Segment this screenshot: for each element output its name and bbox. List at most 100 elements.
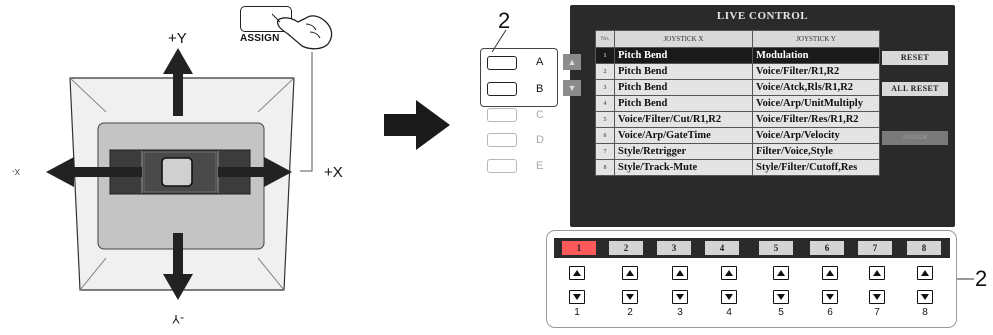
row-joystick-y: Filter/Voice,Style (752, 143, 880, 160)
scroll-down-button[interactable]: ▼ (563, 80, 581, 96)
up-button-5[interactable] (773, 266, 789, 280)
slot-c-label: C (536, 109, 544, 121)
down-button-8[interactable] (917, 290, 933, 304)
up-arrow-icon (573, 270, 581, 276)
up-button-3[interactable] (672, 266, 688, 280)
up-button-8[interactable] (917, 266, 933, 280)
number-tab-4[interactable]: 4 (705, 241, 739, 255)
up-arrow-icon (777, 270, 785, 276)
down-button-2[interactable] (622, 290, 638, 304)
assign-button-label: ASSIGN (240, 33, 280, 44)
row-joystick-x: Pitch Bend (614, 47, 753, 64)
column-number-label: 4 (726, 307, 732, 318)
joystick-minus-x-label: -X (12, 167, 20, 176)
callout-number-top: 2 (498, 8, 511, 33)
down-button-6[interactable] (822, 290, 838, 304)
up-button-6[interactable] (822, 266, 838, 280)
down-button-5[interactable] (773, 290, 789, 304)
number-tab-5[interactable]: 5 (759, 241, 793, 255)
slot-e-button[interactable] (487, 159, 517, 173)
down-arrow-icon (873, 294, 881, 300)
down-arrow-icon (626, 294, 634, 300)
table-row[interactable]: 1 Pitch Bend Modulation (595, 47, 880, 64)
down-arrow-icon (921, 294, 929, 300)
slot-b-button[interactable] (487, 82, 517, 96)
row-joystick-y: Voice/Filter/Res/R1,R2 (752, 111, 880, 128)
up-arrow-icon (676, 270, 684, 276)
up-button-4[interactable] (721, 266, 737, 280)
pointing-hand-icon (271, 13, 333, 50)
column-number-label: 6 (827, 307, 833, 318)
row-joystick-x: Style/Track-Mute (614, 159, 753, 176)
column-number-label: 1 (574, 307, 580, 318)
down-arrow-icon (725, 294, 733, 300)
number-tab-6[interactable]: 6 (810, 241, 844, 255)
button-panel-frame (546, 230, 957, 328)
row-number: 3 (595, 79, 615, 96)
number-tab-2[interactable]: 2 (609, 241, 643, 255)
slot-a-button[interactable] (487, 56, 517, 70)
slot-e-label: E (536, 160, 544, 172)
slot-c-button[interactable] (487, 108, 517, 122)
up-arrow-icon (826, 270, 834, 276)
table-row[interactable]: 8 Style/Track-Mute Style/Filter/Cutoff,R… (595, 159, 880, 176)
table-row[interactable]: 3 Pitch Bend Voice/Atck,Rls/R1,R2 (595, 79, 880, 96)
row-joystick-x: Pitch Bend (614, 95, 753, 112)
up-arrow-icon (921, 270, 929, 276)
down-button-4[interactable] (721, 290, 737, 304)
flow-arrow-icon (384, 100, 450, 150)
joystick-illustration (46, 48, 313, 300)
row-number: 2 (595, 63, 615, 80)
slot-d-button[interactable] (487, 133, 517, 147)
row-joystick-x: Pitch Bend (614, 79, 753, 96)
row-joystick-x: Pitch Bend (614, 63, 753, 80)
table-row[interactable]: 4 Pitch Bend Voice/Arp/UnitMultiply (595, 95, 880, 112)
all-reset-button[interactable]: ALL RESET (882, 82, 948, 96)
slot-d-label: D (536, 134, 544, 146)
up-button-7[interactable] (869, 266, 885, 280)
table-row[interactable]: 7 Style/Retrigger Filter/Voice,Style (595, 143, 880, 160)
table-row[interactable]: 2 Pitch Bend Voice/Filter/R1,R2 (595, 63, 880, 80)
column-number-label: 5 (778, 307, 784, 318)
down-arrow-icon (676, 294, 684, 300)
number-tab-1[interactable]: 1 (562, 241, 596, 255)
up-arrow-icon (626, 270, 634, 276)
row-joystick-y: Style/Filter/Cutoff,Res (752, 159, 880, 176)
row-joystick-y: Modulation (752, 47, 880, 64)
down-button-3[interactable] (672, 290, 688, 304)
assign-screen-button[interactable]: ASSIGN (882, 131, 948, 145)
reset-button[interactable]: RESET (882, 51, 948, 65)
slot-b-label: B (536, 83, 544, 95)
screen-number-bar: 1 2 3 4 5 6 7 8 (554, 238, 950, 258)
up-button-2[interactable] (622, 266, 638, 280)
table-header-row: No. JOYSTICK X JOYSTICK Y (595, 30, 880, 48)
row-number: 7 (595, 143, 615, 160)
row-number: 8 (595, 159, 615, 176)
live-control-screen: LIVE CONTROL ▲ ▼ No. JOYSTICK X JOYSTICK… (563, 5, 955, 227)
header-joystick-x: JOYSTICK X (614, 30, 753, 48)
column-number-label: 3 (677, 307, 683, 318)
joystick-plus-y-label: +Y (168, 30, 187, 47)
number-tab-8[interactable]: 8 (907, 241, 941, 255)
number-tab-7[interactable]: 7 (858, 241, 892, 255)
up-button-1[interactable] (569, 266, 585, 280)
joystick-minus-y-label: -Y (172, 312, 184, 326)
row-number: 4 (595, 95, 615, 112)
number-tab-3[interactable]: 3 (657, 241, 691, 255)
down-button-7[interactable] (869, 290, 885, 304)
row-joystick-x: Voice/Arp/GateTime (614, 127, 753, 144)
row-joystick-y: Voice/Arp/UnitMultiply (752, 95, 880, 112)
table-row[interactable]: 5 Voice/Filter/Cut/R1,R2 Voice/Filter/Re… (595, 111, 880, 128)
scroll-up-button[interactable]: ▲ (563, 54, 581, 70)
callout-number-right: 2 (975, 266, 988, 291)
header-no: No. (595, 30, 615, 48)
row-joystick-y: Voice/Arp/Velocity (752, 127, 880, 144)
down-button-1[interactable] (569, 290, 585, 304)
table-row[interactable]: 6 Voice/Arp/GateTime Voice/Arp/Velocity (595, 127, 880, 144)
row-joystick-x: Voice/Filter/Cut/R1,R2 (614, 111, 753, 128)
down-arrow-icon (826, 294, 834, 300)
joystick-plus-x-label: +X (324, 164, 343, 181)
row-number: 5 (595, 111, 615, 128)
column-number-label: 7 (874, 307, 880, 318)
column-number-label: 8 (922, 307, 928, 318)
